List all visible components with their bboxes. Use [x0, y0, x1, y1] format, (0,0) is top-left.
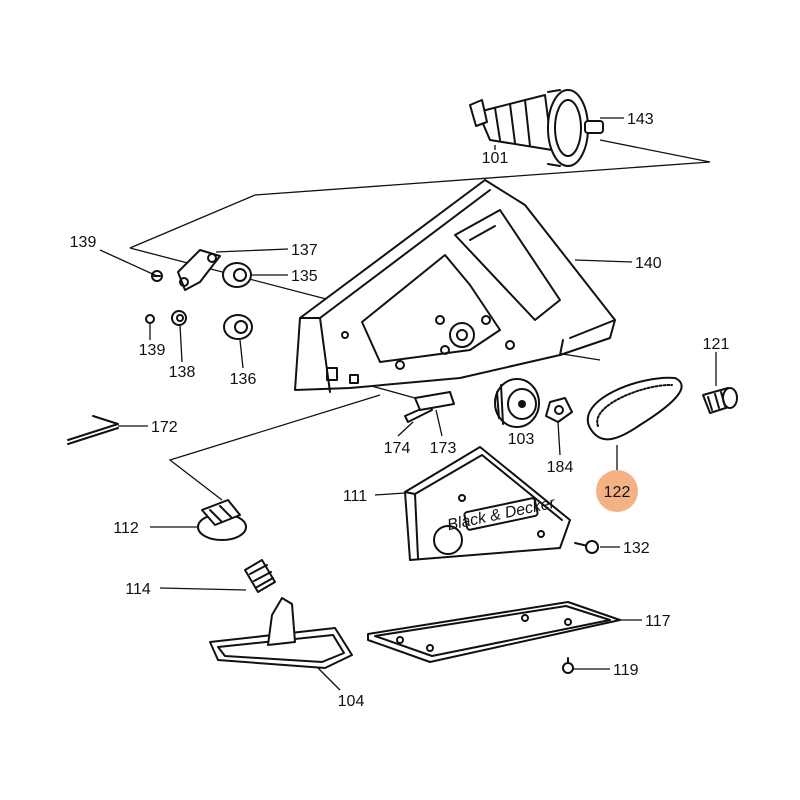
- label-136: 136: [230, 371, 257, 388]
- part-belt-cover: Black & Decker: [404, 446, 571, 561]
- part-bearing: [702, 387, 738, 414]
- label-121: 121: [703, 336, 730, 353]
- label-139-bottom: 139: [139, 342, 166, 359]
- label-117: 117: [645, 613, 671, 630]
- part-screw-119: [562, 657, 574, 674]
- part-hex-key: [67, 415, 119, 445]
- label-135: 135: [291, 268, 318, 285]
- label-137: 137: [291, 242, 318, 259]
- part-screw-139b: [145, 314, 155, 324]
- label-114: 114: [125, 581, 151, 598]
- part-armature: [469, 89, 604, 167]
- label-143: 143: [627, 111, 654, 128]
- label-174: 174: [384, 440, 411, 457]
- part-base-strip: [367, 601, 621, 663]
- label-103: 103: [508, 431, 535, 448]
- leader-lines: [99, 117, 717, 691]
- label-138: 138: [169, 364, 196, 381]
- part-drive-belt: [586, 376, 683, 441]
- label-132: 132: [623, 540, 650, 557]
- label-184: 184: [547, 459, 574, 476]
- part-main-housing: [294, 179, 616, 393]
- label-111: 111: [343, 488, 367, 505]
- label-122: 122: [604, 484, 631, 501]
- part-pulley: [494, 378, 540, 428]
- label-139-top: 139: [70, 234, 97, 251]
- part-number-labels: 101 143 139 137 135 140 139 138 136 121 …: [70, 111, 730, 710]
- label-104: 104: [338, 693, 365, 710]
- label-119: 119: [613, 662, 639, 679]
- part-adapter: [244, 559, 276, 593]
- label-101: 101: [482, 150, 509, 167]
- part-base-plate: [209, 597, 353, 669]
- label-172: 172: [151, 419, 178, 436]
- part-knob: [197, 499, 247, 541]
- part-washer-138: [171, 310, 187, 326]
- label-173: 173: [430, 440, 457, 457]
- part-bushing-136: [223, 314, 253, 340]
- part-clip-173: [414, 391, 455, 411]
- label-140: 140: [635, 255, 662, 272]
- highlight-circle: [596, 470, 638, 512]
- label-112: 112: [113, 520, 139, 537]
- part-screw-132: [574, 540, 599, 554]
- part-nut: [545, 397, 573, 423]
- part-bushing-135: [222, 262, 252, 288]
- part-brush-holder: [177, 249, 221, 291]
